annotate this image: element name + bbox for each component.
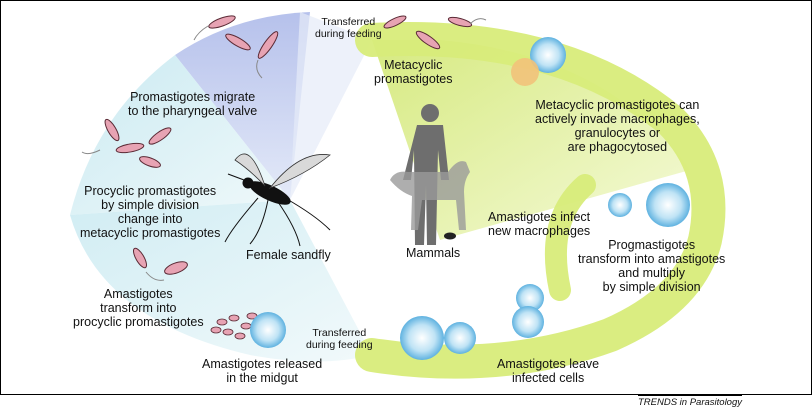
vector-sector-pharyngeal: [175, 12, 310, 200]
amastigote-cluster: [210, 312, 258, 340]
label-mammals: Mammals: [406, 246, 461, 260]
promastigotes-top: [193, 15, 279, 79]
label-progmastigotes: Progmastigotes transform into amastigote…: [578, 238, 726, 294]
vector-sector-division: [70, 55, 290, 215]
label-invade-macrophages: Metacyclic promastigotes can actively in…: [535, 98, 700, 154]
vector-sector-transfer: [290, 12, 372, 200]
promastigotes-left: [81, 118, 172, 168]
figure-frame: [0, 0, 812, 395]
label-procyclic-promastigotes: Amastigotes transform into procyclic pro…: [73, 287, 204, 329]
dog-silhouette: [390, 161, 470, 230]
label-female-sandfly: Female sandfly: [246, 248, 331, 262]
label-pharyngeal-valve: Promastigotes migrate to the pharyngeal …: [128, 90, 258, 118]
label-amastigotes-leave: Amastigotes leave infected cells: [497, 357, 600, 385]
macrophages: [250, 37, 690, 360]
host-inner-loop: [544, 174, 596, 301]
vector-cycle: [70, 12, 372, 362]
sandfly-figure: [224, 153, 331, 247]
label-amastigotes-released: Amastigotes released in the midgut: [202, 357, 323, 385]
promastigotes-procyclic: [133, 247, 188, 281]
label-simple-division: Procyclic promastigotes by simple divisi…: [80, 184, 221, 240]
journal-credit: TRENDS in Parasitology: [637, 395, 742, 408]
label-transferred-bottom: Transferred during feeding: [306, 327, 373, 351]
label-amastigotes-infect: Amastigotes infect new macrophages: [488, 210, 591, 238]
vector-sector-midgut: [70, 200, 372, 362]
label-transferred-top: Transferred during feeding: [315, 16, 382, 40]
promastigotes-metacyclic: [383, 15, 487, 50]
label-metacyclic-promastigotes: Metacyclic promastigotes: [374, 58, 453, 86]
rodent-silhouette: [444, 232, 456, 240]
